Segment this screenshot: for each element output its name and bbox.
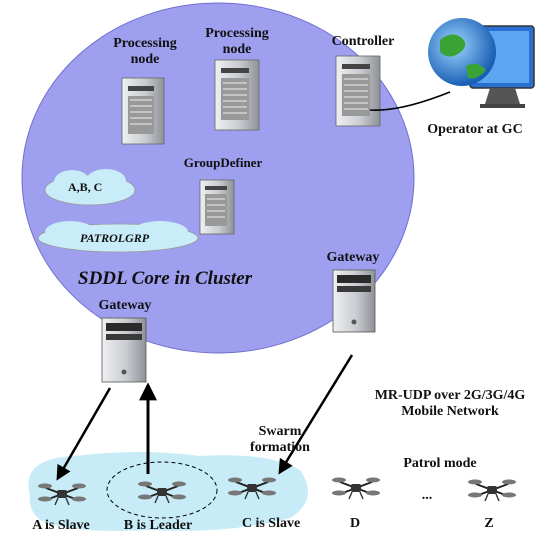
patrolgrp-cloud	[37, 221, 199, 253]
network-label-line1: MR-UDP over 2G/3G/4G	[374, 388, 526, 403]
swarm-formation-area	[28, 452, 308, 531]
processing-node-2-label: Processing node	[205, 26, 269, 58]
drones-layer	[38, 477, 516, 506]
drone-c-label: C is Slave	[241, 516, 301, 531]
core-label: SDDL Core in Cluster	[78, 268, 253, 289]
swarm-label-line2: formation	[250, 440, 310, 456]
gateway-top-server	[332, 269, 376, 333]
drone-d-icon	[332, 477, 380, 500]
patrol-ellipsis: ...	[421, 488, 433, 503]
processing-node-1-label: Processing node	[113, 36, 177, 68]
drone-a-label: A is Slave	[32, 518, 90, 533]
controller-label: Controller	[331, 34, 395, 49]
group-definer-label: GroupDefiner	[183, 155, 263, 170]
processing-node-1-server	[121, 77, 165, 145]
controller-operator-link	[369, 91, 451, 111]
processing-node-2-server	[214, 59, 260, 131]
patrol-mode-label: Patrol mode	[403, 456, 477, 471]
network-label-line2: Mobile Network	[401, 404, 499, 420]
drone-z-label: Z	[484, 516, 494, 531]
drone-d-label: D	[349, 516, 361, 531]
drone-a-icon	[38, 483, 86, 506]
gateway-left-label: Gateway	[98, 298, 152, 313]
drone-z-icon	[468, 479, 516, 502]
drone-b-label: B is Leader	[123, 518, 193, 533]
groups-cloud-label: A,B, C	[68, 180, 103, 194]
controller-server	[335, 55, 381, 127]
operator-workstation-icon	[428, 18, 535, 108]
gateway-top-label: Gateway	[326, 250, 380, 265]
groups-cloud	[44, 169, 136, 206]
drone-c-icon	[228, 477, 276, 500]
drone-b-icon	[138, 481, 186, 504]
swarm-label-line1: Swarm	[258, 424, 302, 439]
gateway-to-c-arrow	[278, 354, 354, 475]
gateway-left-server	[101, 317, 147, 383]
patrolgrp-cloud-label: PATROLGRP	[80, 231, 150, 245]
gateway-to-a-arrow	[56, 387, 112, 481]
group-definer-server	[199, 179, 235, 235]
operator-label: Operator at GC	[427, 122, 523, 137]
leader-highlight	[106, 461, 218, 519]
cluster-circle	[21, 2, 415, 354]
